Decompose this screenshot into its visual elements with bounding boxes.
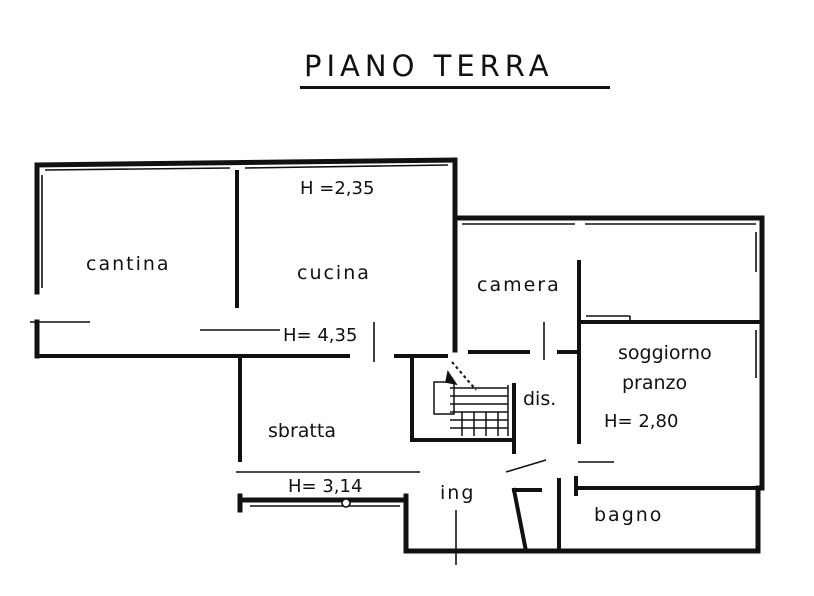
interior-walls — [35, 170, 764, 554]
room-label-camera: camera — [477, 274, 561, 296]
room-label-cantina: cantina — [86, 253, 171, 275]
plan-title: PIANO TERRA — [304, 49, 554, 83]
height-label-middle: H= 4,35 — [283, 325, 358, 346]
exterior-walls — [34, 157, 765, 554]
room-label-ing: ing — [440, 482, 476, 504]
room-label-bagno: bagno — [594, 504, 664, 526]
room-label-pranzo: pranzo — [622, 372, 688, 394]
staircase — [433, 361, 509, 436]
height-label-lower: H= 3,14 — [288, 476, 363, 497]
room-label-dis: dis. — [523, 388, 557, 410]
room-label-soggiorno: soggiorno — [618, 342, 712, 364]
room-label-sbratta: sbratta — [268, 420, 336, 442]
height-label-living: H= 2,80 — [604, 411, 679, 432]
height-label-upper: H =2,35 — [300, 178, 375, 199]
room-label-cucina: cucina — [297, 262, 371, 284]
thin-lines — [30, 164, 757, 565]
title-underline — [300, 86, 610, 89]
